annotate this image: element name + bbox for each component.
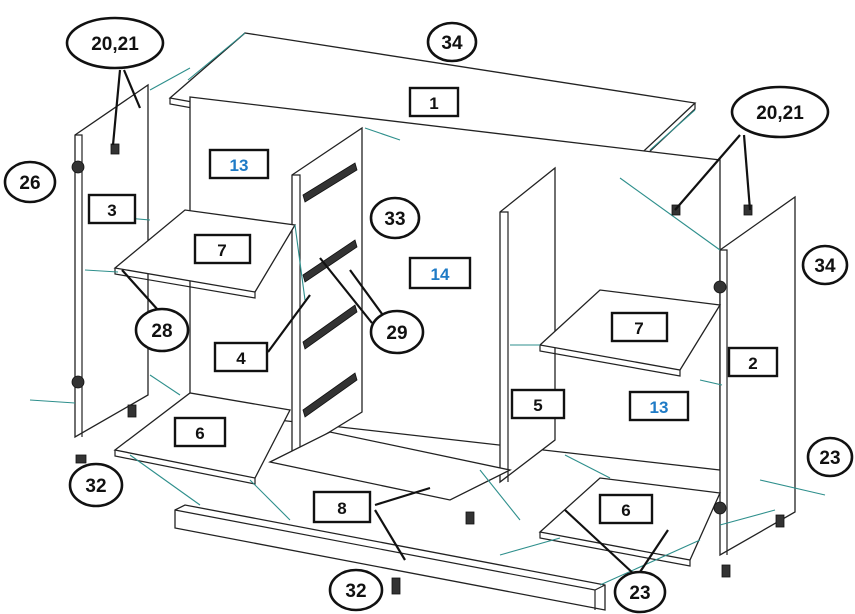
svg-text:7: 7 [217, 241, 226, 260]
hinge-icon [713, 280, 727, 294]
leveling-foot-icon [721, 564, 731, 578]
leveling-foot-icon [465, 511, 475, 525]
cabinet-structure [74, 32, 796, 611]
cam-lock-icon [743, 204, 753, 216]
drawer-runner [302, 372, 358, 418]
part-label-7-right: 7 [610, 311, 669, 343]
leader-lines [111, 69, 752, 576]
plinth-rail [174, 504, 606, 611]
drawer-runners [302, 162, 358, 418]
hinge-icon [713, 501, 727, 515]
svg-text:14: 14 [431, 265, 450, 284]
svg-text:6: 6 [621, 501, 630, 520]
svg-text:20,21: 20,21 [756, 103, 804, 124]
left-side-panel [74, 83, 149, 439]
svg-text:13: 13 [230, 156, 249, 175]
svg-text:5: 5 [533, 396, 542, 415]
part-label-4: 4 [213, 341, 269, 373]
part-label-13-lower: 13 [628, 390, 690, 422]
left-side-panel-edge [75, 134, 83, 437]
part-label-6-right: 6 [598, 493, 654, 525]
svg-text:32: 32 [85, 476, 106, 497]
part-label-1: 1 [408, 86, 460, 118]
svg-text:2: 2 [748, 354, 757, 373]
svg-text:4: 4 [236, 349, 246, 368]
svg-text:29: 29 [386, 323, 407, 344]
drawer-runner [302, 162, 358, 203]
hardware-callouts: 34 34 20,21 20,21 26 33 28 29 [3, 16, 854, 614]
svg-text:7: 7 [634, 319, 643, 338]
part-labels: 1 2 3 4 5 6 6 7 [87, 86, 779, 525]
callout-26: 26 [3, 160, 57, 204]
leveling-foot-icon [127, 404, 137, 418]
leveling-foot-icon [391, 577, 401, 595]
svg-text:26: 26 [19, 173, 40, 194]
part-label-8: 8 [312, 490, 372, 524]
part-label-5: 5 [510, 388, 566, 420]
svg-text:8: 8 [337, 499, 346, 518]
part-label-14: 14 [408, 256, 472, 290]
svg-text:28: 28 [151, 321, 172, 342]
svg-text:23: 23 [629, 583, 650, 604]
right-bottom-edge [539, 532, 691, 567]
part-label-6-left: 6 [173, 416, 227, 448]
callout-20-21-left: 20,21 [65, 16, 165, 70]
callout-28: 28 [134, 307, 190, 353]
svg-text:6: 6 [195, 424, 204, 443]
drawer-runner [302, 304, 358, 350]
svg-text:20,21: 20,21 [91, 34, 139, 55]
left-bottom-edge [114, 450, 256, 485]
callout-34-right: 34 [801, 244, 849, 286]
hinge-icon [71, 160, 85, 174]
callout-29: 29 [369, 309, 425, 355]
right-side-panel-edge [720, 249, 728, 555]
callout-32-left: 32 [68, 462, 124, 508]
cam-lock-icon [110, 143, 120, 155]
callout-23-bottom: 23 [613, 570, 667, 614]
svg-text:34: 34 [441, 33, 463, 54]
part-label-2: 2 [727, 346, 779, 378]
svg-text:13: 13 [650, 398, 669, 417]
svg-text:1: 1 [429, 94, 438, 113]
callout-34-top: 34 [426, 21, 478, 63]
assembly-guides [29, 32, 826, 586]
callout-20-21-right: 20,21 [730, 85, 830, 139]
callout-32-bottom: 32 [328, 568, 384, 612]
callout-33: 33 [369, 196, 421, 240]
svg-text:23: 23 [819, 448, 840, 469]
svg-text:3: 3 [107, 201, 116, 220]
middle-bottom-panel [268, 431, 512, 501]
svg-text:33: 33 [384, 209, 405, 230]
part-label-3: 3 [87, 193, 137, 225]
left-upright-panel [291, 126, 363, 457]
right-upright-edge [500, 211, 509, 482]
part-label-7-left: 7 [193, 233, 252, 265]
left-shelf-edge [114, 268, 256, 299]
right-shelf-edge [539, 345, 681, 377]
svg-text:34: 34 [814, 256, 836, 277]
hinge-icon [71, 375, 85, 389]
drawer-runner [302, 239, 358, 283]
leveling-foot-icon [75, 454, 87, 464]
left-upright-edge [292, 174, 301, 455]
callout-23-right: 23 [806, 436, 854, 478]
part-label-13-upper: 13 [208, 148, 270, 180]
leveling-foot-icon [775, 514, 785, 528]
svg-text:32: 32 [345, 581, 366, 602]
